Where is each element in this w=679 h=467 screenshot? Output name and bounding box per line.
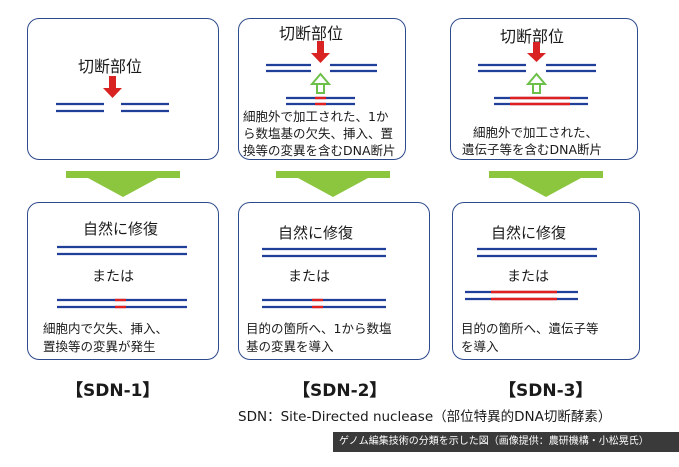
sdn3-cut-arrow xyxy=(527,42,546,62)
sdn1-result-line-2: 置換等の変異が発生 xyxy=(43,339,156,354)
sdn1-or-label: または xyxy=(92,269,134,285)
sdn2-desc-line-3: 換等の変異を含むDNA断片 xyxy=(243,143,396,158)
sdn1-flow-arrow xyxy=(66,171,180,197)
sdn2-repaired-dna xyxy=(262,247,386,258)
sdn1-repaired-dna xyxy=(57,245,187,256)
sdn3-result-line-1: 目的の箇所へ、遺伝子等 xyxy=(461,321,599,336)
sdn2-result-box xyxy=(238,202,430,360)
sdn2-result-line-1: 目的の箇所へ、1から数塩 xyxy=(246,321,392,336)
sdn2-cut-label: 切断部位 xyxy=(279,24,344,43)
sdn2-repair-label: 自然に修復 xyxy=(278,224,354,242)
sdn3-inserted-dna xyxy=(465,290,578,301)
sdn3-or-label: または xyxy=(507,269,549,285)
sdn3-desc-line-1: 細胞外で加工された、 xyxy=(473,125,599,140)
sdn3-desc-line-2: 遺伝子等を含むDNA断片 xyxy=(462,142,603,157)
sdn2-insert-arrow xyxy=(309,72,332,94)
sdn3-broken-dna xyxy=(478,63,596,73)
sdn2-result-line-2: 基の変異を導入 xyxy=(246,339,334,354)
sdn1-result-line-1: 細胞内で欠失、挿入、 xyxy=(43,321,169,336)
sdn1-mutated-dna xyxy=(57,298,187,309)
sdn3-cut-box xyxy=(450,18,638,160)
sdn3-flow-arrow xyxy=(489,171,603,197)
sdn1-result-box xyxy=(27,202,219,360)
sdn1-cut-label: 切断部位 xyxy=(78,57,143,76)
sdn2-mutated-dna xyxy=(262,298,386,309)
sdn3-repaired-dna xyxy=(477,247,597,258)
sdn2-desc-line-1: 細胞外で加工された、1か xyxy=(243,109,389,124)
sdn2-label: 【SDN-2】 xyxy=(293,381,387,401)
sdn2-cut-arrow xyxy=(311,41,330,63)
sdn1-cut-box xyxy=(27,18,219,160)
sdn2-flow-arrow xyxy=(276,171,390,197)
sdn2-broken-dna xyxy=(266,63,377,73)
sdn1-broken-dna xyxy=(56,102,169,113)
sdn1-label: 【SDN-1】 xyxy=(66,381,160,401)
sdn3-cut-label: 切断部位 xyxy=(500,27,565,46)
sdn3-label: 【SDN-3】 xyxy=(499,381,593,401)
sdn2-donor-dna xyxy=(286,96,355,106)
sdn3-repair-label: 自然に修復 xyxy=(491,224,567,242)
sdn3-donor-dna xyxy=(494,96,588,106)
sdn2-or-label: または xyxy=(288,269,330,285)
sdn1-repair-label: 自然に修復 xyxy=(83,220,159,238)
sdn-footnote: SDN：Site-Directed nuclease（部位特異的DNA切断酵素） xyxy=(238,409,612,425)
image-credit: ゲノム編集技術の分類を示した図（画像提供：農研機構・小松晃氏） xyxy=(333,432,679,452)
sdn2-desc-line-2: ら数塩基の欠失、挿入、置 xyxy=(243,126,394,141)
sdn3-result-box xyxy=(452,202,640,360)
sdn1-cut-arrow xyxy=(103,76,122,98)
sdn3-result-line-2: を導入 xyxy=(461,339,499,354)
sdn3-insert-arrow xyxy=(525,72,548,94)
